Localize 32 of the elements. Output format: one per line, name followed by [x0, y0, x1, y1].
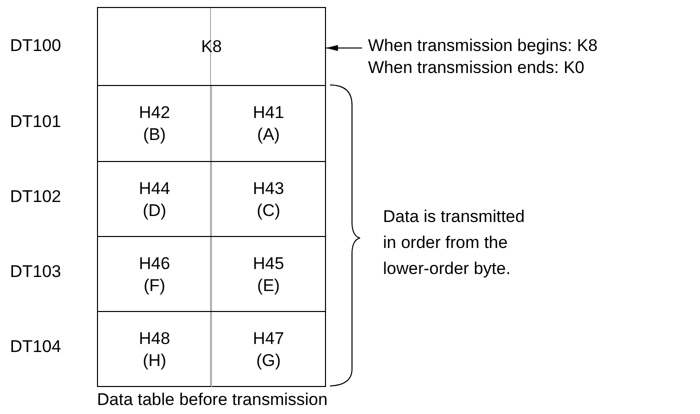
- cell-text: H48: [138, 328, 170, 350]
- note-text: When transmission ends: K0: [368, 57, 584, 79]
- cell-text: K8: [201, 36, 222, 58]
- table-row: [98, 85, 325, 161]
- cell-text: H41: [252, 102, 284, 124]
- table-row: [98, 161, 325, 236]
- table-row: [98, 236, 325, 311]
- cell-text: H47: [252, 328, 284, 350]
- cell-text: H45: [252, 252, 284, 274]
- cell-text: (D): [142, 200, 166, 222]
- cell-text: (G): [256, 350, 281, 372]
- cell-text: H44: [138, 178, 170, 200]
- cell-text: H42: [138, 102, 170, 124]
- caption: Data table before transmission: [97, 389, 328, 411]
- cell-text: (C): [256, 200, 280, 222]
- cell-text: (E): [257, 274, 280, 296]
- cell-text: (H): [142, 350, 166, 372]
- arrow: [326, 45, 362, 51]
- register-label: DT100: [10, 35, 62, 57]
- register-label: DT102: [10, 186, 62, 208]
- cell-text: H46: [138, 252, 170, 274]
- register-label: DT104: [10, 336, 62, 358]
- note-text: Data is transmitted in order from the lower-order byte.: [383, 206, 526, 280]
- cell-text: (F): [144, 274, 166, 296]
- cell-text: (B): [143, 124, 166, 146]
- cell-text: H43: [252, 178, 284, 200]
- cell-text: (A): [257, 124, 280, 146]
- note-text: When transmission begins: K8: [368, 35, 598, 57]
- register-label: DT103: [10, 261, 62, 283]
- register-label: DT101: [10, 111, 62, 133]
- data-table: [97, 7, 326, 387]
- table-row: [98, 311, 325, 386]
